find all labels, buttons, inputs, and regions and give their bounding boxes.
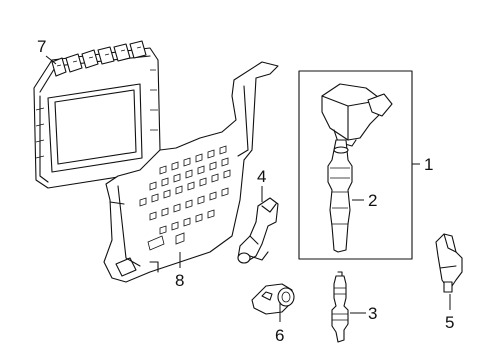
- ecu-module[interactable]: [33, 40, 161, 189]
- callout-6: 6: [275, 326, 284, 345]
- callout-1: 1: [424, 155, 433, 174]
- callout-5: 5: [445, 313, 454, 332]
- mounting-bracket[interactable]: [103, 61, 279, 283]
- callout-8: 8: [175, 271, 184, 290]
- callout-7: 7: [37, 37, 46, 56]
- callout-labels: 7 8 1 2 4 3 5 6: [37, 37, 454, 345]
- temperature-sensor[interactable]: [435, 233, 463, 293]
- coil-assembly-box[interactable]: [298, 70, 413, 260]
- callout-4: 4: [257, 167, 266, 186]
- callout-2: 2: [368, 191, 377, 210]
- knock-sensor[interactable]: [251, 283, 295, 315]
- spark-plug[interactable]: [331, 271, 349, 343]
- position-sensor[interactable]: [237, 197, 279, 264]
- callout-3: 3: [368, 304, 377, 323]
- leader-lines: [45, 55, 451, 322]
